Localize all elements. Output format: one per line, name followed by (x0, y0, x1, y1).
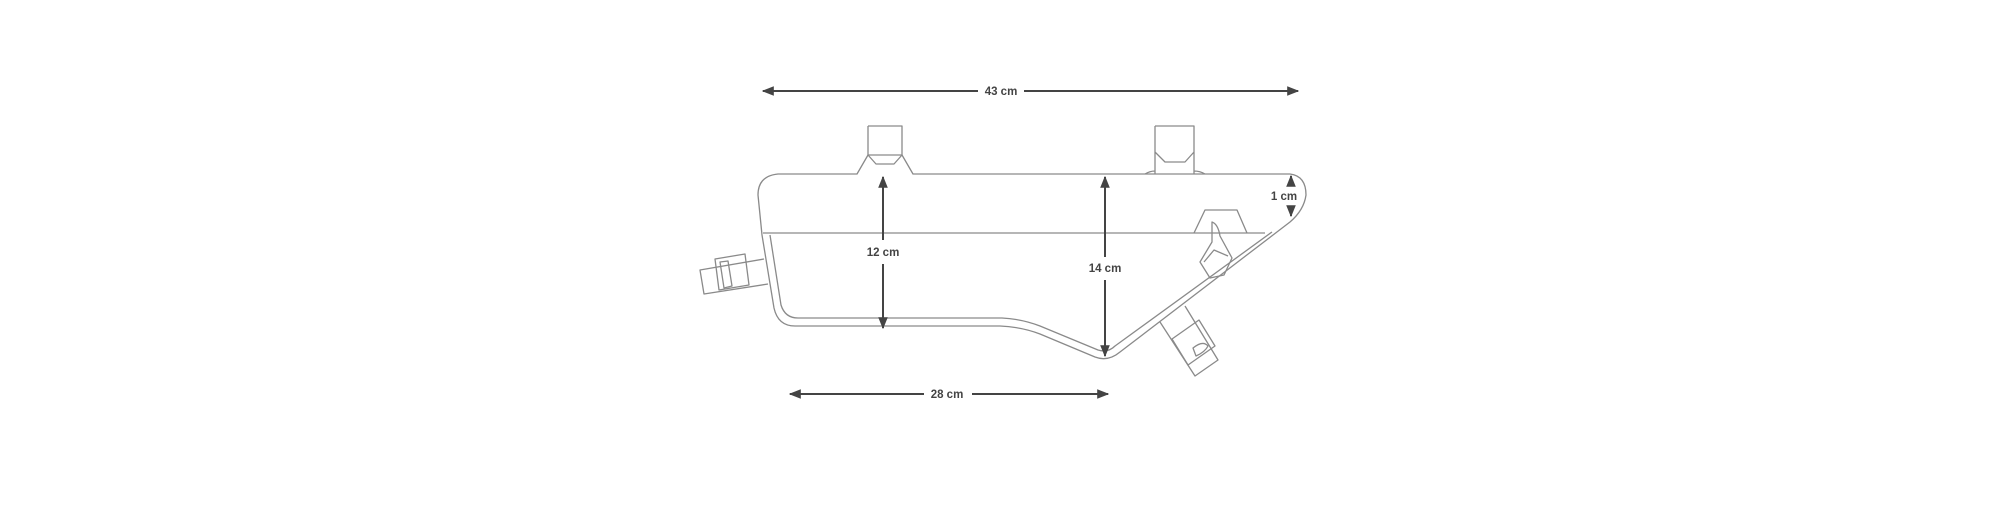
dimension-label: 12 cm (867, 247, 900, 259)
bag-outline (699, 125, 1307, 377)
dimension-label: 14 cm (1089, 263, 1122, 275)
dimension-label: 28 cm (931, 389, 964, 401)
dimension-label: 43 cm (985, 86, 1018, 98)
bottom-buckle (1159, 305, 1219, 377)
dimension-28cm: 28 cm (788, 389, 1110, 401)
dimension-14cm: 14 cm (1089, 175, 1122, 358)
left-buckle (699, 253, 769, 295)
dimension-1cm: 1 cm (1271, 174, 1297, 218)
dimension-label: 1 cm (1271, 191, 1297, 203)
dimension-43cm: 43 cm (761, 86, 1300, 98)
dimension-12cm: 12 cm (867, 175, 900, 330)
